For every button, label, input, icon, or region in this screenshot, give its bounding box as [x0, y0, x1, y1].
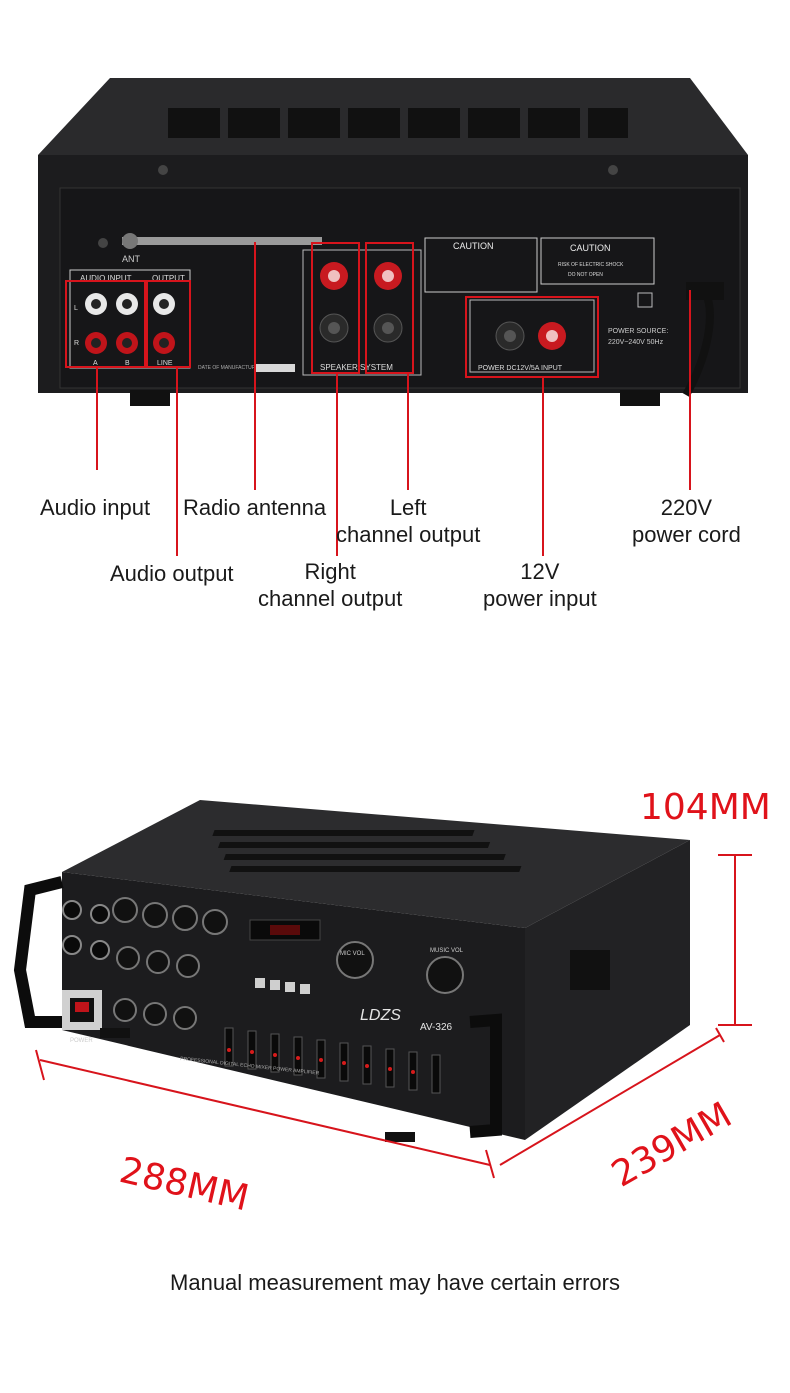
svg-text:LINE: LINE: [157, 360, 173, 367]
date-of-manufacture-label: DATE OF MANUFACTURE: [198, 365, 259, 371]
callout-power-cord: 220V power cord: [632, 495, 741, 547]
brand-logo: LDZS: [360, 1007, 401, 1024]
audio-input-panel-label: AUDIO INPUT: [80, 274, 132, 283]
ant-label: ANT: [122, 254, 141, 264]
svg-text:L: L: [74, 305, 78, 312]
svg-text:MIC VOL: MIC VOL: [340, 951, 365, 957]
svg-text:MUSIC VOL: MUSIC VOL: [430, 948, 464, 954]
leader-lines-extension: [176, 470, 691, 556]
caution-label-1: CAUTION: [453, 241, 494, 251]
front-panel-image: POWER LDZS AV-326 MIC VOL MUSIC VOL: [13, 800, 752, 1179]
svg-text:B: B: [125, 360, 130, 367]
model-label: AV-326: [420, 1022, 452, 1033]
svg-text:220V~240V 50Hz: 220V~240V 50Hz: [608, 339, 664, 346]
svg-text:RISK OF ELECTRIC SHOCK: RISK OF ELECTRIC SHOCK: [558, 262, 624, 268]
callout-audio-input: Audio input: [40, 495, 151, 520]
callout-audio-output: Audio output: [110, 561, 234, 586]
svg-text:A: A: [93, 360, 98, 367]
speaker-system-label: SPEAKER SYSTEM: [320, 363, 393, 372]
svg-text:R: R: [74, 340, 79, 347]
callout-left-channel-output: Left channel output: [336, 495, 481, 547]
measurement-disclaimer: Manual measurement may have certain erro…: [170, 1270, 620, 1295]
callout-power-input: 12V power input: [483, 559, 597, 611]
callout-right-channel-output: Right channel output: [258, 559, 403, 611]
caution-label-2: CAUTION: [570, 243, 611, 253]
svg-text:DO NOT OPEN: DO NOT OPEN: [568, 272, 603, 278]
callout-radio-antenna: Radio antenna: [183, 495, 327, 520]
output-panel-label: OUTPUT: [152, 274, 185, 283]
dimension-height: 104MM: [640, 787, 771, 828]
power-switch-label: POWER: [70, 1038, 93, 1044]
rear-panel-image: ANT AUDIO INPUT OUTPUT A B LINE L R DATE…: [38, 78, 748, 470]
power-dc-label: POWER DC12V/5A INPUT: [478, 365, 563, 372]
svg-text:POWER SOURCE:: POWER SOURCE:: [608, 328, 668, 335]
